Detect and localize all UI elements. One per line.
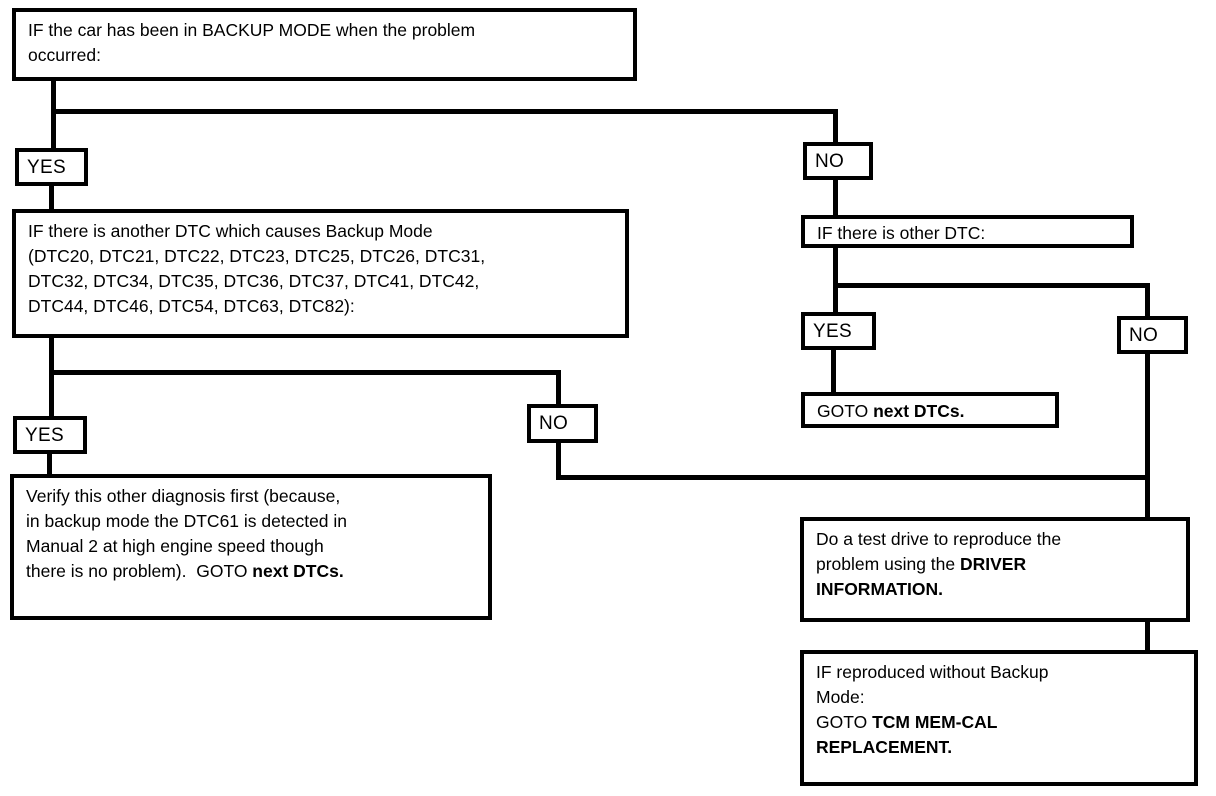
connector-no2-stem-down xyxy=(556,440,561,480)
branch-label-no-1: NO xyxy=(803,142,873,180)
verify-other-diagnosis-line-4: there is no problem). GOTO xyxy=(26,561,253,581)
connector-other-dtc-split-horizontal xyxy=(833,283,1150,288)
other-dtc-question-text: IF there is other DTC: xyxy=(817,223,986,243)
connector-yes3-to-goto xyxy=(831,347,836,395)
connector-question2-stem-down xyxy=(49,335,54,419)
reproduced-result-text: IF reproduced without Backup Mode: GOTO xyxy=(816,662,1049,732)
verify-other-diagnosis-box: Verify this other diagnosis first (becau… xyxy=(10,474,492,620)
connector-question2-to-no2 xyxy=(556,370,561,407)
connector-test-drive-to-result xyxy=(1145,619,1150,653)
verify-other-diagnosis-line-3: Manual 2 at high engine speed though xyxy=(26,536,324,556)
branch-label-yes-2-text: YES xyxy=(25,424,64,446)
branch-label-no-2: NO xyxy=(527,404,598,443)
verify-other-diagnosis-emphasis: next DTCs. xyxy=(252,561,344,581)
connector-yes2-to-verify xyxy=(47,451,52,477)
test-drive-instruction-emphasis: DRIVER INFORMATION. xyxy=(816,554,1027,599)
connector-other-dtc-to-no3 xyxy=(1145,283,1150,319)
another-dtc-question-text: IF there is another DTC which causes Bac… xyxy=(28,221,486,316)
goto-next-dtcs-right-box: GOTO next DTCs. xyxy=(801,392,1059,428)
root-question-text: IF the car has been in BACKUP MODE when … xyxy=(28,20,476,65)
verify-other-diagnosis-line-2: in backup mode the DTC61 is detected in xyxy=(26,511,348,531)
branch-label-yes-3: YES xyxy=(801,312,876,350)
branch-label-no-1-text: NO xyxy=(815,150,845,172)
reproduced-result-emphasis: TCM MEM-CAL REPLACEMENT. xyxy=(816,712,998,757)
branch-label-no-3: NO xyxy=(1117,316,1188,354)
connector-no2-horizontal-to-right xyxy=(556,475,1148,480)
connector-other-dtc-stem-down xyxy=(833,245,838,315)
verify-other-diagnosis-line-1: Verify this other diagnosis first (becau… xyxy=(26,486,341,506)
goto-next-dtcs-right-emphasis: next DTCs. xyxy=(873,401,965,421)
other-dtc-question-box: IF there is other DTC: xyxy=(801,215,1134,248)
branch-label-yes-1: YES xyxy=(15,148,88,186)
connector-root-stem-down xyxy=(51,78,56,150)
root-question-box: IF the car has been in BACKUP MODE when … xyxy=(12,8,637,81)
connector-root-to-no-vertical xyxy=(833,109,838,145)
goto-next-dtcs-right-prefix: GOTO xyxy=(817,401,874,421)
test-drive-instruction-text: Do a test drive to reproduce the problem… xyxy=(816,529,1062,574)
branch-label-no-3-text: NO xyxy=(1129,324,1159,346)
connector-yes1-to-question xyxy=(49,183,54,212)
another-dtc-question-box: IF there is another DTC which causes Bac… xyxy=(12,209,629,338)
connector-root-split-horizontal xyxy=(51,109,838,114)
reproduced-result-box: IF reproduced without Backup Mode: GOTO … xyxy=(800,650,1198,786)
connector-no3-to-test-drive xyxy=(1145,351,1150,520)
branch-label-yes-1-text: YES xyxy=(27,156,66,178)
connector-no1-to-other-dtc xyxy=(833,177,838,218)
test-drive-instruction-box: Do a test drive to reproduce the problem… xyxy=(800,517,1190,622)
connector-question2-split-horizontal xyxy=(49,370,561,375)
branch-label-yes-2: YES xyxy=(13,416,87,454)
branch-label-yes-3-text: YES xyxy=(813,320,852,342)
branch-label-no-2-text: NO xyxy=(539,413,569,434)
